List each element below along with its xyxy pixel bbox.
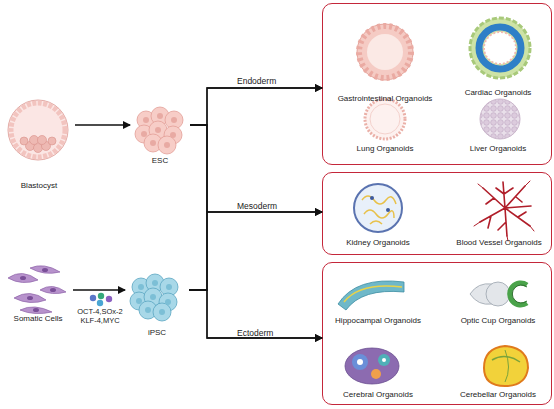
- lung-organoid: [365, 99, 405, 139]
- germ-layer-label: Mesoderm: [237, 201, 277, 211]
- node-label: iPSC: [125, 328, 189, 338]
- germ-layer-label: Endoderm: [237, 76, 276, 86]
- germ-layer-box: EndodermGastrointestinal OrganoidsCardia…: [322, 3, 552, 165]
- organoid: Cardiac Organoids: [450, 12, 546, 98]
- kidney-organoid: [354, 184, 402, 232]
- arrow-connector: [190, 88, 322, 125]
- arrow-connector: [189, 212, 322, 290]
- arrow-connector: [189, 290, 322, 338]
- arrow-connector: [73, 289, 125, 290]
- cerebellar-organoid: [484, 346, 528, 386]
- ipsc-nuclei: [136, 280, 172, 315]
- organoid: Cerebral Organoids: [324, 340, 432, 400]
- somatic-cells: [8, 266, 66, 314]
- cerebral-organoid: [345, 348, 399, 384]
- optic-cup-organoid: [470, 282, 527, 306]
- germ-layer-box: MesodermKidney OrganoidsBlood Vessel Org…: [322, 172, 552, 255]
- cell-stage: iPSC: [125, 265, 189, 338]
- esc-cluster: [135, 107, 183, 154]
- node-label: Liver Organoids: [450, 144, 546, 154]
- blood-vessel-organoid: [474, 181, 534, 241]
- node-label: Optic Cup Organoids: [450, 316, 546, 326]
- somatic-nuclei: [20, 268, 56, 312]
- node-label: Lung Organoids: [330, 144, 440, 154]
- arrow-connector: [75, 124, 130, 125]
- organoid: Hippocampal Organoids: [324, 272, 432, 326]
- gi-organoid: [357, 24, 413, 80]
- node-label: Cardiac Organoids: [450, 88, 546, 98]
- esc-nuclei: [141, 113, 177, 148]
- arrow-connector: [189, 88, 322, 290]
- cell-stage: ESC: [130, 100, 190, 166]
- germ-layer-box: EctodermHippocampal OrganoidsOptic Cup O…: [322, 262, 552, 405]
- cardiac-organoid: [470, 18, 530, 78]
- arrow-connector: [190, 125, 322, 338]
- node-label: ESC: [130, 156, 190, 166]
- factor-dots: [90, 293, 112, 306]
- node-label: Blastocyst: [3, 181, 75, 191]
- organoid: Lung Organoids: [330, 96, 440, 154]
- organoid: Cerebellar Organoids: [450, 340, 546, 400]
- liver-organoid: [480, 99, 520, 139]
- edge-label: OCT-4,SOx-2 KLF-4,MYC: [74, 307, 126, 325]
- blastocyst-drawing: [8, 100, 68, 160]
- organoid: Gastrointestinal Organoids: [330, 18, 440, 104]
- ipsc-cluster: [130, 274, 178, 321]
- cell-stage: Somatic Cells: [3, 262, 73, 324]
- node-label: Kidney Organoids: [324, 238, 432, 248]
- germ-layer-label: Ectoderm: [237, 328, 273, 338]
- cell-stage: Blastocyst: [3, 95, 75, 191]
- node-label: Gastrointestinal Organoids: [330, 94, 440, 104]
- node-label: Somatic Cells: [3, 314, 73, 324]
- node-label: Cerebral Organoids: [324, 390, 432, 400]
- node-label: Hippocampal Organoids: [324, 316, 432, 326]
- organoid: Kidney Organoids: [324, 180, 432, 248]
- arrow-connector: [190, 125, 322, 212]
- node-label: Cerebellar Organoids: [450, 390, 546, 400]
- organoid: Blood Vessel Organoids: [447, 180, 551, 248]
- node-label: Blood Vessel Organoids: [447, 238, 551, 248]
- organoid: Liver Organoids: [450, 96, 546, 154]
- organoid: Optic Cup Organoids: [450, 272, 546, 326]
- hippocampal-organoid: [338, 281, 404, 310]
